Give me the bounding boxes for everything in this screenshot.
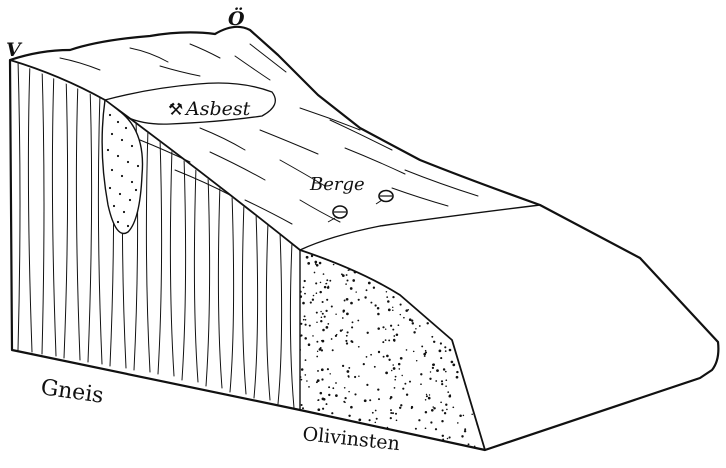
west-label: V [6,39,23,61]
gneiss-hatching [18,60,294,408]
boulder-left [328,206,347,222]
berge-label: Berge [309,174,365,195]
olivine-stipple [299,249,491,454]
boulder-right [376,191,393,205]
gneis-label: Gneis [39,375,105,409]
asbestos-mine-icon: ⚒ [168,100,183,120]
block-outline [10,27,718,450]
east-label: Ö [228,7,245,30]
asbestos-label: Asbest [184,98,251,120]
